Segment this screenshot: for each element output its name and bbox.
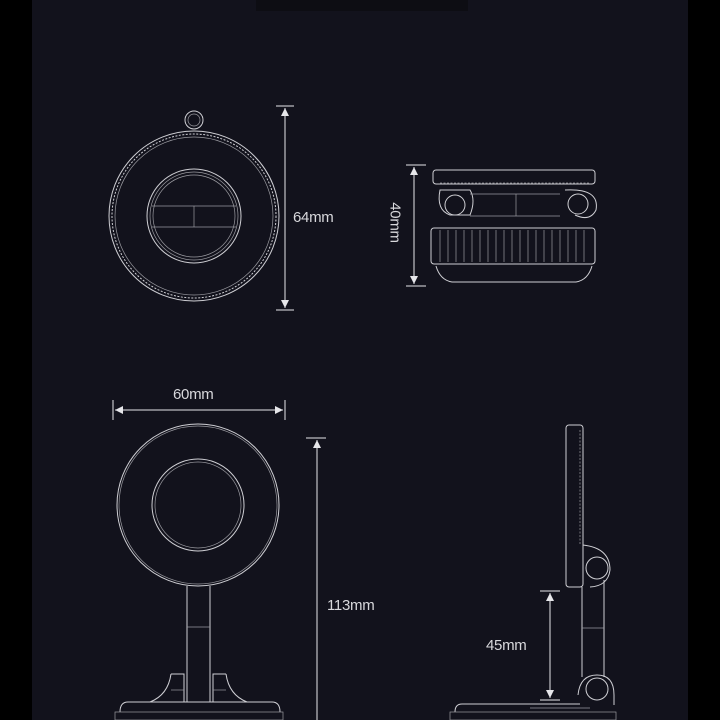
dimension-label-60mm: 60mm — [173, 386, 214, 403]
dimension-113mm — [306, 437, 326, 720]
top-header-bar — [256, 0, 468, 11]
dimension-label-113mm: 113mm — [327, 597, 375, 614]
dimension-60mm — [112, 400, 286, 420]
stand-side-view-drawing — [449, 424, 617, 720]
dimension-label-45mm: 45mm — [486, 637, 527, 654]
dimension-45mm — [540, 590, 560, 701]
header-marker — [442, 0, 464, 10]
dimension-64mm — [276, 105, 294, 311]
dimension-40mm — [406, 164, 426, 287]
dimension-label-64mm: 64mm — [293, 209, 334, 226]
mount-side-view-drawing — [430, 169, 597, 283]
stand-front-view-drawing — [114, 423, 284, 720]
dimension-label-40mm: 40mm — [386, 202, 404, 243]
diagram-panel — [32, 0, 688, 720]
mount-top-view-drawing — [108, 110, 280, 302]
